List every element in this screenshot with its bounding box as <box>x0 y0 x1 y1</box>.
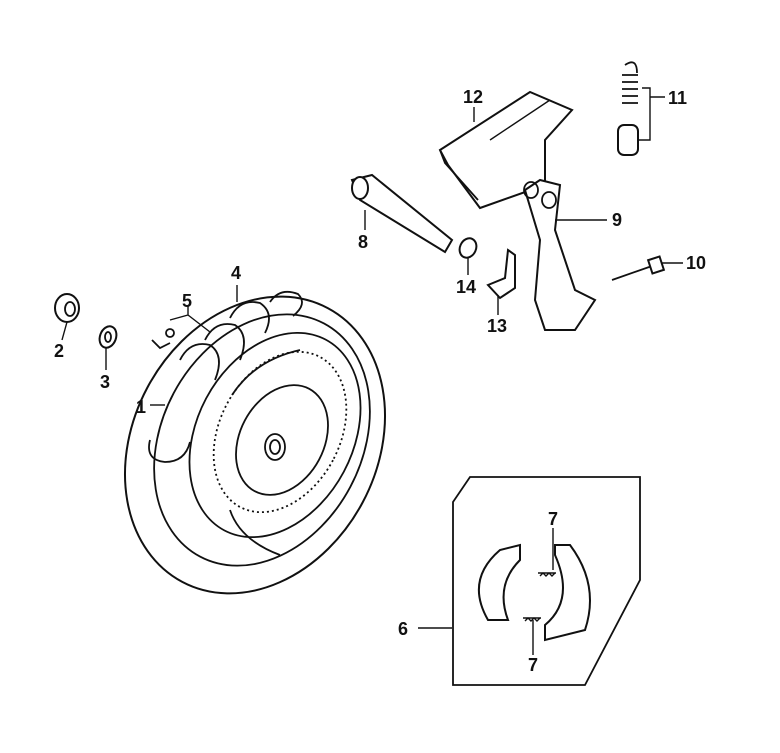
washer-part-14 <box>458 237 478 259</box>
wheel-tire-part <box>124 295 386 595</box>
callout-8: 8 <box>358 232 369 252</box>
callout-7-upper: 7 <box>548 509 559 529</box>
brake-arm-part <box>523 178 597 331</box>
wheel-weight-part <box>148 290 303 463</box>
callout-11: 11 <box>668 88 688 108</box>
spring-collar-part <box>617 61 639 156</box>
callout-13: 13 <box>487 316 508 336</box>
brake-cam-part <box>350 173 454 254</box>
callout-6: 6 <box>398 619 409 639</box>
callout-4: 4 <box>231 263 242 283</box>
bolt-part <box>611 255 666 281</box>
callout-2: 2 <box>54 341 65 361</box>
callout-10: 10 <box>686 253 707 273</box>
callout-9: 9 <box>612 210 623 230</box>
cotter-pin-part <box>151 328 175 350</box>
callout-7-lower: 7 <box>528 655 539 675</box>
leader-lines <box>61 87 683 655</box>
bracket-part <box>486 248 516 300</box>
brake-shoe-set-part <box>452 476 641 686</box>
brake-pedal-plate-part <box>438 90 574 210</box>
callout-1: 1 <box>136 397 147 417</box>
callout-5: 5 <box>182 291 193 311</box>
callout-3: 3 <box>100 372 111 392</box>
washer-part-3 <box>98 325 118 349</box>
nut-part <box>54 293 80 323</box>
callout-14: 14 <box>456 277 477 297</box>
callout-12: 12 <box>463 87 484 107</box>
